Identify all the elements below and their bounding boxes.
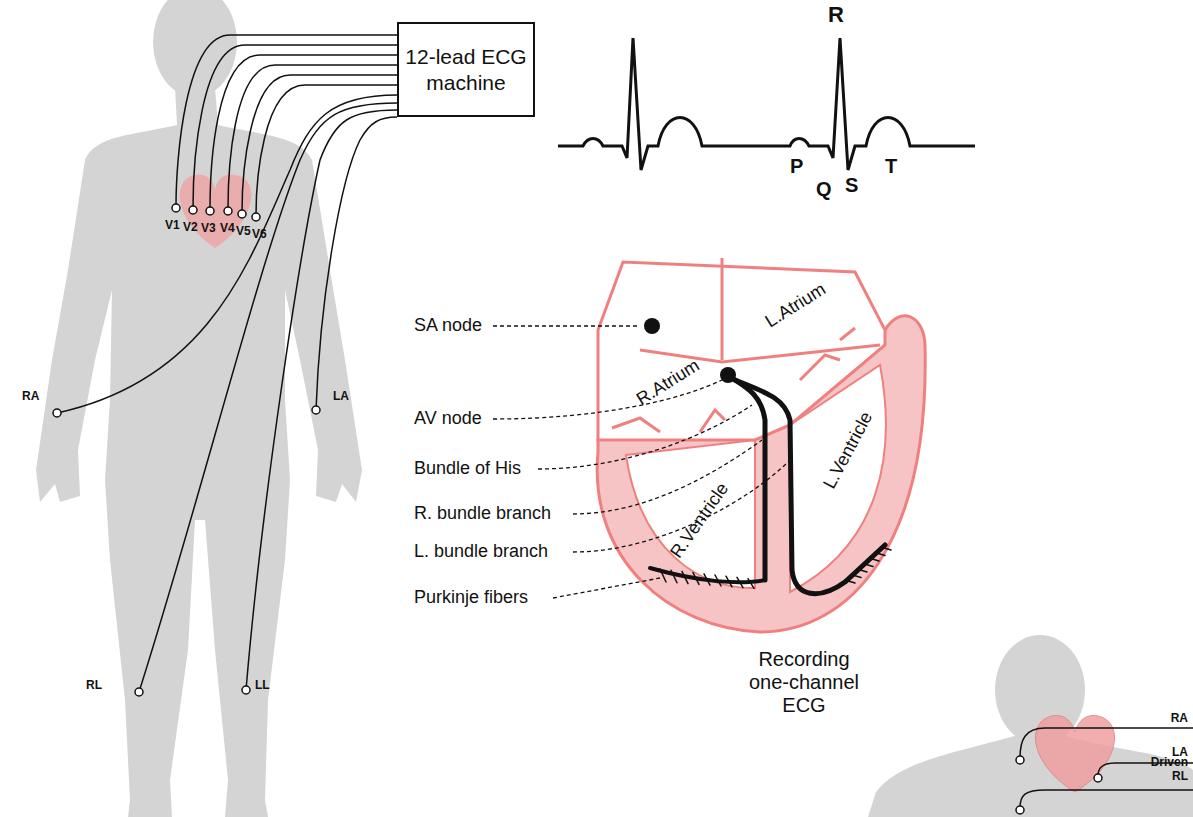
body-head: [153, 0, 237, 97]
av-node-dot: [720, 367, 736, 383]
sa-node-dot: [644, 318, 660, 334]
body-silhouette: [36, 88, 362, 817]
lead-name: V1: [165, 219, 180, 233]
part-name: AV node: [414, 408, 482, 429]
wave-name: T: [885, 155, 897, 178]
electrode-wires: [57, 35, 397, 692]
lead-name: RA: [1171, 712, 1188, 726]
ecg-trace: [558, 38, 975, 170]
part-name: R. bundle branch: [414, 503, 551, 524]
limb-lead-name: RL: [86, 679, 102, 693]
wave-name: S: [845, 174, 858, 197]
lead-name: V5: [236, 225, 251, 239]
wave-name: P: [790, 155, 803, 178]
part-name: L. bundle branch: [414, 541, 548, 562]
limb-lead-name: RA: [22, 390, 39, 404]
machine-box: 12-lead ECG machine: [397, 22, 535, 117]
lead-name: V6: [252, 228, 267, 242]
machine-label: 12-lead ECG machine: [399, 44, 533, 94]
limb-lead-name: LA: [333, 390, 349, 404]
heart-icon: [180, 174, 252, 248]
part-name: SA node: [414, 315, 482, 336]
heart-section: [597, 258, 925, 632]
one-channel-wires: [1020, 728, 1193, 808]
lead-name: V3: [201, 222, 216, 236]
part-name: Purkinje fibers: [414, 587, 528, 608]
limb-lead-name: LL: [255, 679, 270, 693]
heart-icon: [1035, 715, 1114, 792]
part-name: Bundle of His: [414, 458, 521, 479]
torso-silhouette: [868, 735, 1193, 817]
caption-note: Recording one-channel ECG: [739, 648, 869, 717]
wave-name: Q: [816, 178, 832, 201]
electrodes: [1016, 756, 1102, 814]
conduction-system: [650, 376, 891, 594]
lead-name: Driven RL: [1144, 756, 1188, 784]
electrodes: [53, 204, 320, 696]
wave-name: R: [828, 2, 844, 27]
lead-name: V4: [220, 222, 235, 236]
lead-name: V2: [183, 221, 198, 235]
